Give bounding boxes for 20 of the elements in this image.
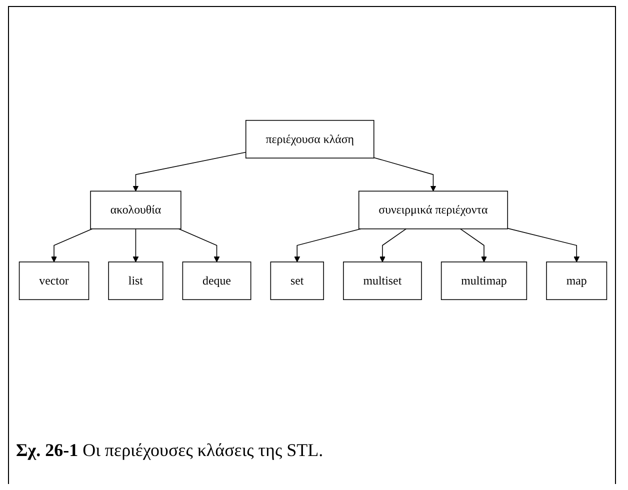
- node-box: set: [270, 262, 324, 300]
- node-box: list: [108, 262, 164, 300]
- node-box: συνειρμικά περιέχοντα: [358, 190, 508, 230]
- arrow: [373, 157, 436, 192]
- node-box: multiset: [343, 262, 422, 300]
- node-box: ακολουθία: [90, 190, 182, 230]
- arrow: [51, 228, 93, 262]
- arrow: [507, 228, 580, 262]
- figure-caption: Σχ. 26-1 Οι περιέχουσες κλάσεις της STL.: [16, 440, 324, 461]
- node-box: vector: [18, 262, 90, 300]
- arrow: [294, 228, 362, 262]
- arrow: [132, 228, 139, 262]
- node-box: map: [546, 262, 608, 300]
- arrow: [380, 228, 407, 262]
- node-box: περιέχουσα κλάση: [245, 120, 374, 158]
- arrow: [178, 228, 220, 262]
- arrow: [132, 152, 246, 192]
- node-box: multimap: [440, 262, 528, 300]
- node-box: deque: [182, 262, 252, 300]
- arrow: [460, 228, 487, 262]
